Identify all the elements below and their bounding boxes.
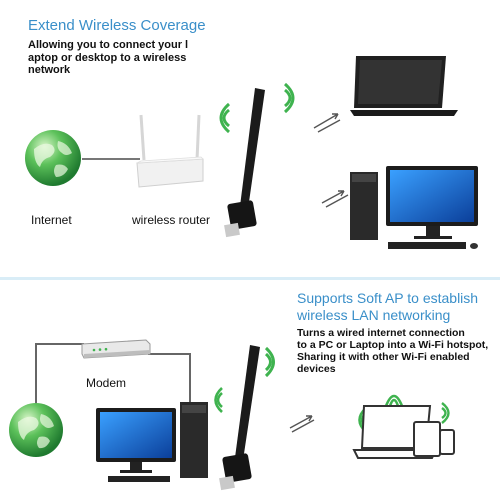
usb-adapter-icon [219,345,260,491]
desktop-pc-icon [96,402,208,482]
wifi-signal-icon [441,402,450,424]
bottom-description: Turns a wired internet connection to a P… [297,327,497,375]
wifi-signal-icon [214,387,223,413]
wifi-signal-icon [384,394,404,407]
bottom-desc-line-3: Sharing it with other Wi-Fi enabled [297,351,470,363]
bottom-title: Supports Soft AP to establish wireless L… [297,290,478,324]
wifi-signal-icon [219,102,231,134]
globe-icon [9,403,63,457]
usb-adapter-icon [224,88,265,238]
top-desc-line-1: Allowing you to connect your l [28,39,189,51]
wifi-signal-icon [264,346,275,378]
phone-icon [439,429,455,455]
transfer-arrows-icon [313,113,341,133]
router-icon [136,114,204,188]
top-description: Allowing you to connect your l aptop or … [28,39,228,77]
section-divider [0,277,500,280]
top-title: Extend Wireless Coverage [28,17,206,34]
top-desc-line-3: network [28,64,71,76]
globe-icon [25,130,81,186]
label-internet: Internet [31,213,72,227]
bottom-desc-line-4: devices [297,363,336,375]
modem-icon [81,339,151,359]
transfer-arrows-icon [321,190,349,208]
label-modem: Modem [86,376,127,390]
bottom-desc-line-1: Turns a wired internet connection [297,327,465,339]
bottom-desc-line-2: to a PC or Laptop into a Wi-Fi hotspot, [297,339,489,351]
bottom-title-line-2: wireless LAN networking [297,307,451,323]
label-wireless-router: wireless router [132,213,211,227]
desktop-pc-icon [350,166,478,249]
top-desc-line-2: aptop or desktop to a wireless [28,51,187,64]
laptop-icon [350,56,458,116]
wifi-signal-icon [283,82,295,114]
bottom-title-line-1: Supports Soft AP to establish [297,290,479,306]
transfer-arrows-icon [289,415,315,433]
ethernet-cable [82,158,140,160]
